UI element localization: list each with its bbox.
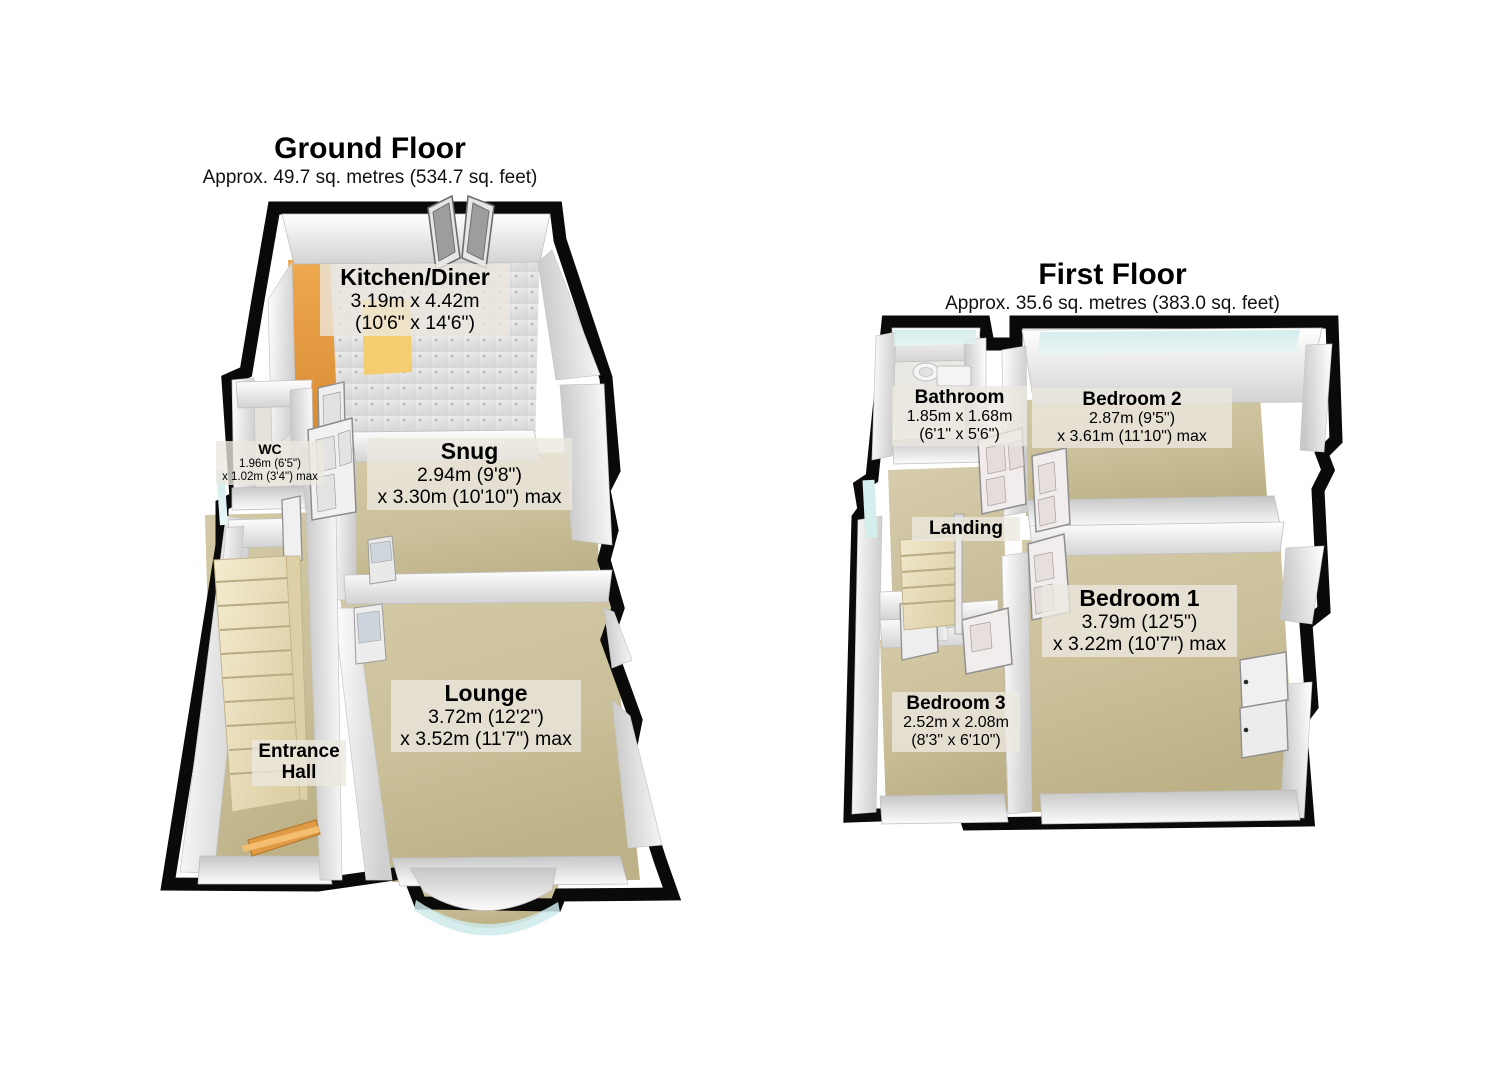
room-name-wc: WC <box>258 441 282 457</box>
room-label-landing: Landing <box>912 517 1020 542</box>
first-floor-title: First Floor <box>1038 258 1187 291</box>
room-label-wc: WC 1.96m (6'5") x 1.02m (3'4") max <box>216 441 324 486</box>
room-label-bedroom-3: Bedroom 3 2.52m x 2.08m (8'3" x 6'10") <box>892 692 1020 753</box>
room-dim1-bedroom-3: 2.52m x 2.08m <box>903 714 1009 732</box>
room-name-bedroom-1: Bedroom 1 <box>1079 585 1200 611</box>
room-dim1-wc: 1.96m (6'5") <box>239 457 301 470</box>
first-floor-staircase <box>899 513 965 635</box>
room-name-lounge: Lounge <box>444 680 528 706</box>
first-floor-doors <box>899 427 1071 675</box>
room-label-entrance-hall: Entrance Hall <box>252 740 346 786</box>
ground-floor-plan-drawing <box>160 194 682 936</box>
ground-floor-wall-faces <box>179 213 663 911</box>
room-name-bathroom: Bathroom <box>914 387 1005 408</box>
room-dim2-snug: x 3.30m (10'10") max <box>377 485 562 508</box>
room-name-landing: Landing <box>929 518 1003 539</box>
first-floor-windows <box>862 330 1300 539</box>
room-name-bedroom-2: Bedroom 2 <box>1082 389 1182 410</box>
room-dim1-bedroom-1: 3.79m (12'5") <box>1081 610 1198 633</box>
room-name-kitchen-diner: Kitchen/Diner <box>340 264 490 290</box>
room-dim1-snug: 2.94m (9'8") <box>417 463 522 486</box>
room-dim2-bedroom-3: (8'3" x 6'10") <box>911 732 1001 750</box>
ground-floor-outer-walls <box>160 201 682 912</box>
room-name-entrance-hall-line2: Hall <box>281 762 317 784</box>
kitchen-french-doors <box>427 194 495 272</box>
ground-floor-area-subtitle: Approx. 49.7 sq. metres (534.7 sq. feet) <box>202 167 538 188</box>
bathroom-fittings <box>912 362 972 387</box>
room-label-kitchen-diner: Kitchen/Diner 3.19m x 4.42m (10'6" x 14'… <box>320 264 510 337</box>
room-dim2-bedroom-2: x 3.61m (11'10") max <box>1057 428 1207 446</box>
room-name-entrance-hall: Entrance <box>258 741 340 762</box>
ground-floor-title: Ground Floor <box>274 132 466 165</box>
room-name-bedroom-3: Bedroom 3 <box>906 693 1006 714</box>
ground-floor-windows <box>216 469 560 936</box>
room-dim1-kitchen-diner: 3.19m x 4.42m <box>350 289 480 312</box>
room-label-snug: Snug 2.94m (9'8") x 3.30m (10'10") max <box>367 438 572 511</box>
ground-floor-internal-doors <box>242 381 357 857</box>
bedroom-1-wardrobe <box>1239 651 1289 759</box>
first-floor-plan-drawing <box>843 315 1343 831</box>
first-floor-panel: First Floor Approx. 35.6 sq. metres (383… <box>740 0 1485 1080</box>
room-label-bedroom-1: Bedroom 1 3.79m (12'5") x 3.22m (10'7") … <box>1042 585 1237 658</box>
first-floor-area-subtitle: Approx. 35.6 sq. metres (383.0 sq. feet) <box>945 293 1280 314</box>
room-label-bedroom-2: Bedroom 2 2.87m (9'5") x 3.61m (11'10") … <box>1032 388 1232 449</box>
room-label-lounge: Lounge 3.72m (12'2") x 3.52m (11'7") max <box>391 680 581 753</box>
ground-floor-panel: Ground Floor Approx. 49.7 sq. metres (53… <box>0 0 740 1080</box>
room-dim1-lounge: 3.72m (12'2") <box>428 705 544 728</box>
room-dim2-kitchen-diner: (10'6" x 14'6") <box>355 311 475 334</box>
room-dim2-bathroom: (6'1" x 5'6") <box>919 426 1000 444</box>
room-dim2-bedroom-1: x 3.22m (10'7") max <box>1052 632 1227 655</box>
room-dim1-bedroom-2: 2.87m (9'5") <box>1088 410 1176 428</box>
first-floor-outer-walls <box>843 315 1343 831</box>
room-dim2-wc: x 1.02m (3'4") max <box>222 470 318 483</box>
room-dim1-bathroom: 1.85m x 1.68m <box>906 408 1013 426</box>
room-label-bathroom: Bathroom 1.85m x 1.68m (6'1" x 5'6") <box>892 386 1027 447</box>
room-name-snug: Snug <box>440 438 499 464</box>
room-dim2-lounge: x 3.52m (11'7") max <box>400 727 572 750</box>
